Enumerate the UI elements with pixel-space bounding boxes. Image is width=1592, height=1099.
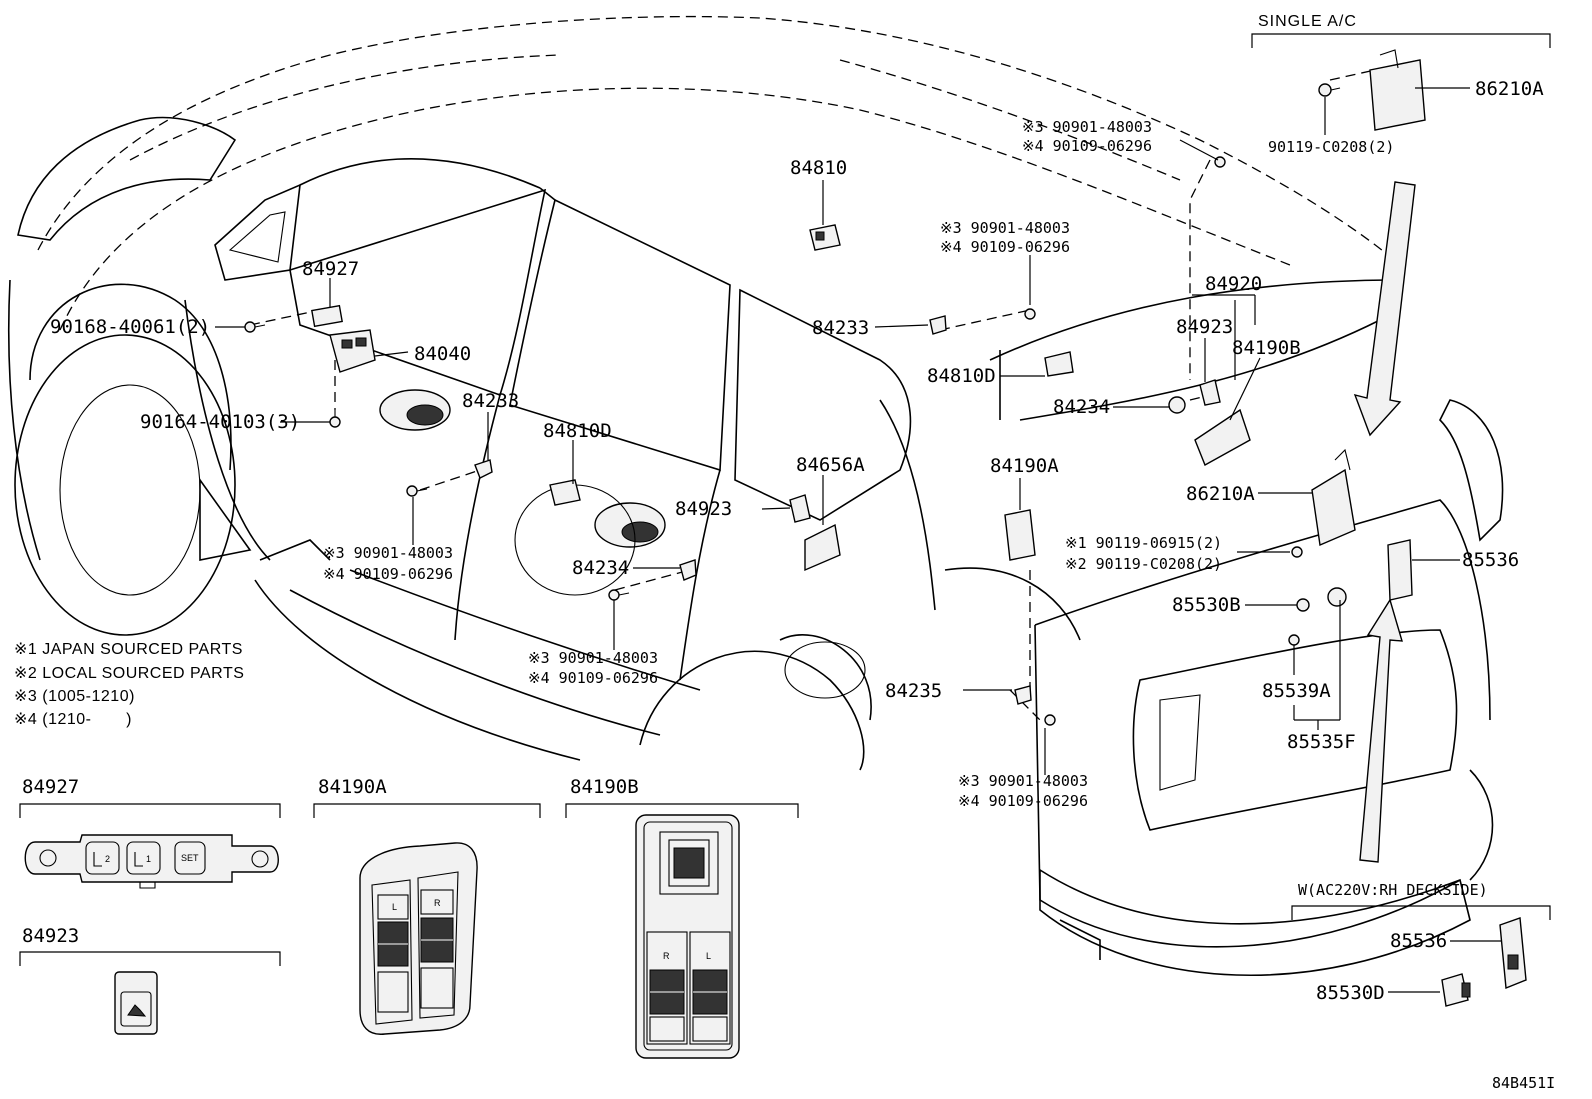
callout-85535f: 85535F — [1287, 731, 1356, 753]
screw-icon — [1214, 156, 1226, 168]
callout-90164: 90164-40103(3) — [140, 411, 300, 433]
screw-label-s2: ※2 90119-C0208(2) — [1065, 555, 1222, 573]
figure-id: 84B451I — [1492, 1074, 1555, 1092]
screw-icon — [1044, 714, 1056, 726]
seat-L-label-b: L — [706, 951, 711, 961]
seat-L-label: L — [392, 902, 397, 912]
callout-84234-door: 84234 — [572, 557, 629, 579]
inset-84190A: 84190A L R — [313, 776, 541, 1035]
screw-label-s3: ※3 90901-48003 — [323, 544, 453, 562]
mem-set-button: SET — [181, 853, 199, 863]
callout-85536: 85536 — [1462, 549, 1519, 571]
seat-R-label: R — [434, 898, 441, 908]
screw-label-s4: ※4 90109-06296 — [323, 565, 453, 583]
footnote-2: ※2 LOCAL SOURCED PARTS — [14, 665, 244, 682]
screw-icon — [1024, 308, 1036, 320]
screw-label-s3: ※3 90901-48003 — [528, 649, 658, 667]
single-ac-section: SINGLE A/C — [1251, 13, 1551, 48]
callout-84923-rear: 84923 — [1176, 316, 1233, 338]
screw-icon — [329, 410, 341, 428]
inset-84923: 84923 — [19, 925, 281, 1035]
part-icons — [244, 49, 1426, 863]
footnotes: ※1 JAPAN SOURCED PARTS ※2 LOCAL SOURCED … — [14, 641, 244, 728]
inset-callout-85536: 85536 — [1390, 930, 1447, 952]
callout-84190b: 84190B — [1232, 337, 1301, 359]
inset-title-ac220v: W(AC220V:RH DECKSIDE) — [1298, 881, 1488, 899]
callout-84190a: 84190A — [990, 455, 1059, 477]
screw-label-s3: ※3 90901-48003 — [958, 772, 1088, 790]
callout-84234-rear: 84234 — [1053, 396, 1110, 418]
mem-button-1: 1 — [146, 854, 151, 864]
mem-button-2: 2 — [105, 854, 110, 864]
callout-84233-rear: 84233 — [812, 317, 869, 339]
inset-title-84923: 84923 — [22, 925, 79, 947]
memory-switch-84927 — [24, 834, 279, 883]
plug-85530D — [1441, 973, 1469, 1007]
inset-title-84190B: 84190B — [570, 776, 639, 798]
screw-icon — [1291, 546, 1303, 558]
vehicle-outline — [7, 15, 1504, 976]
callout-84233-front: 84233 — [462, 390, 519, 412]
footnote-3: ※3 (1005-1210) — [14, 688, 135, 705]
inset-title-84190A: 84190A — [318, 776, 387, 798]
callout-84810: 84810 — [790, 157, 847, 179]
inset-ac220v: W(AC220V:RH DECKSIDE) 85536 85530D — [1291, 881, 1551, 1007]
callout-84920: 84920 — [1205, 273, 1262, 295]
callout-84656a: 84656A — [796, 454, 865, 476]
inset-title-84927: 84927 — [22, 776, 79, 798]
callout-84810d-rear: 84810D — [927, 365, 996, 387]
callout-84810d-door: 84810D — [543, 420, 612, 442]
single-ac-label: SINGLE A/C — [1258, 13, 1357, 30]
inset-callout-85530D: 85530D — [1316, 982, 1385, 1004]
callout-84040: 84040 — [414, 343, 471, 365]
screw-label-s4: ※4 90109-06296 — [940, 238, 1070, 256]
callout-84923-door: 84923 — [675, 498, 732, 520]
callout-90119-c0208: 90119-C0208(2) — [1268, 138, 1394, 156]
outlet-85536 — [1499, 917, 1527, 989]
screw-icon — [608, 589, 630, 601]
callout-86210a-rear: 86210A — [1186, 483, 1255, 505]
screw-label-s3: ※3 90901-48003 — [1022, 118, 1152, 136]
callout-84927: 84927 — [302, 258, 359, 280]
seat-R-label-b: R — [663, 951, 670, 961]
callout-86210a-top: 86210A — [1475, 78, 1544, 100]
callout-85530b: 85530B — [1172, 594, 1241, 616]
screw-icon — [1318, 83, 1341, 97]
inset-84927: 84927 2 1 SET — [19, 776, 281, 889]
callout-85539a: 85539A — [1262, 680, 1331, 702]
screw-label-s1: ※1 90119-06915(2) — [1065, 534, 1222, 552]
footnote-4: ※4 (1210- ) — [14, 711, 132, 728]
switch-84923 — [114, 971, 158, 1035]
footnote-1: ※1 JAPAN SOURCED PARTS — [14, 641, 243, 658]
screw-label-s4: ※4 90109-06296 — [958, 792, 1088, 810]
callout-labels: 84927 84040 90168-40061(2) 90164-40103(3… — [50, 78, 1544, 810]
screw-icon — [406, 485, 428, 497]
screw-label-s3: ※3 90901-48003 — [940, 219, 1070, 237]
leader-lines — [215, 87, 1470, 775]
callout-84235: 84235 — [885, 680, 942, 702]
callout-90168: 90168-40061(2) — [50, 316, 210, 338]
screw-label-s4: ※4 90109-06296 — [1022, 137, 1152, 155]
screw-label-s4: ※4 90109-06296 — [528, 669, 658, 687]
inset-84190B: 84190B R L — [565, 776, 799, 1059]
